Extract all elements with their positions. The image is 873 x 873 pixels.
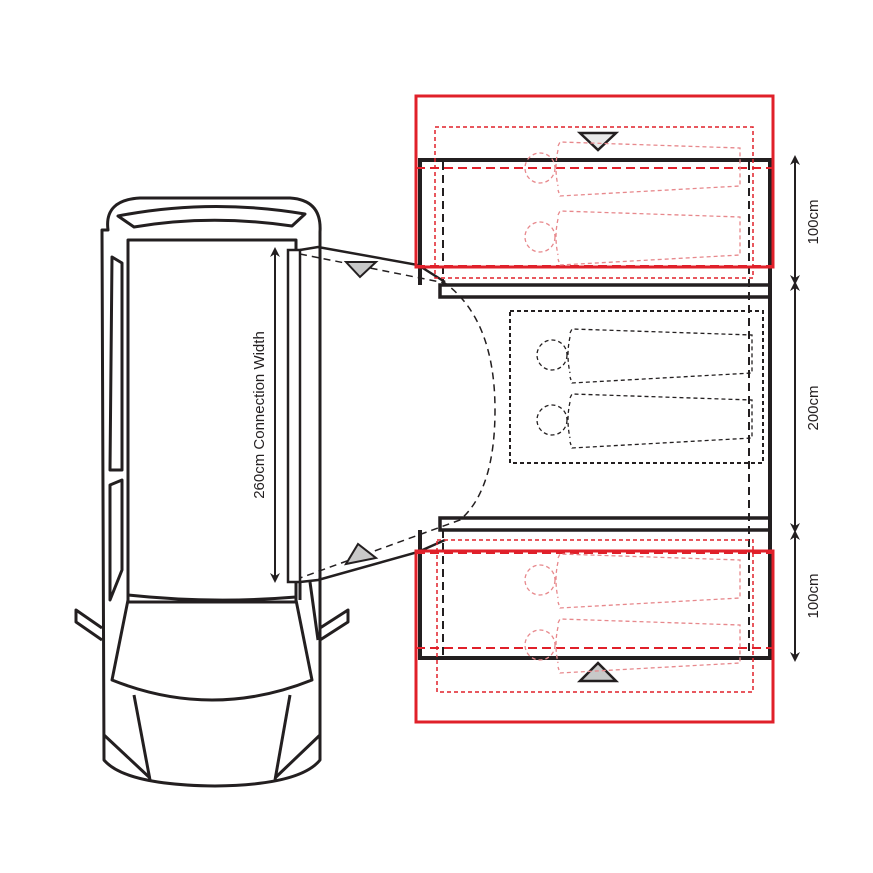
bottom-bedroom-depth-label: 100cm [805,573,822,618]
sleeper-head [536,339,568,371]
sleeping-bag-body [555,618,741,674]
sleeping-positions [524,141,753,674]
door-marker-icon [576,661,620,683]
door-marker-icon [343,261,379,279]
door-marker-icon [343,542,379,566]
door-marker-icon [576,131,620,152]
vehicle-top-view [74,196,350,788]
top-bedroom-depth-label: 100cm [805,199,822,244]
sleeping-bag-body [567,393,753,449]
sleeper-head [524,564,556,596]
sleeping-bag-body [567,328,753,384]
connection-width-label: 260cm Connection Width [251,331,268,499]
sleeper-head [524,629,556,661]
sleeping-bag-body [555,141,741,197]
sleeper-head [524,152,556,184]
bedroom-extensions [414,94,775,724]
sleeping-bag-body [555,553,741,609]
drive-away-awning [270,245,496,584]
living-area-depth-label: 200cm [805,385,822,430]
sleeping-bag-body [555,210,741,266]
sleeper-head [536,404,568,436]
sleeper-head [524,221,556,253]
tent-structure [418,158,772,660]
